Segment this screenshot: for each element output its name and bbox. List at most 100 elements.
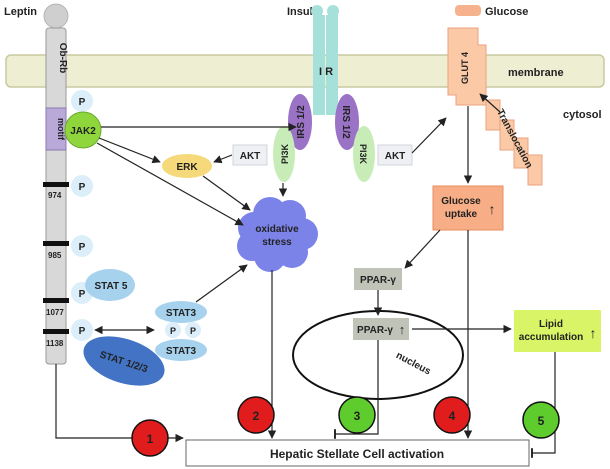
phospho-circle <box>71 235 93 257</box>
glucose-uptake-label-1: Glucose <box>441 196 481 207</box>
ppar-cytosol-node <box>354 268 402 290</box>
ob-rb-label: Ob-Rb <box>57 43 68 74</box>
glut-vesicle <box>499 119 515 151</box>
arrow-akt-erk <box>213 154 233 164</box>
pi3k-left-node <box>273 126 295 182</box>
site-bar-1077 <box>43 298 69 303</box>
hsc-activation-label: Hepatic Stellate Cell activation <box>270 447 444 461</box>
akt-left-node <box>232 144 268 166</box>
number-label-3: 3 <box>354 409 361 423</box>
site-label-1138: 1138 <box>46 339 64 348</box>
insulin-receptor-right <box>326 15 338 115</box>
jak2-label: JAK2 <box>70 126 96 137</box>
phospho-label: P <box>79 182 86 193</box>
akt-left-label: AKT <box>240 151 261 162</box>
glut-vesicle <box>485 99 501 131</box>
up-arrow-lipid: ↑ <box>590 325 597 341</box>
number-circle-3 <box>338 396 376 434</box>
irs-left-node <box>288 94 312 150</box>
ppar-cytosol-label: PPAR-γ <box>360 275 396 286</box>
phospho-label: P <box>190 326 196 336</box>
stat3-bottom-node <box>155 339 207 361</box>
number-label-5: 5 <box>538 414 545 428</box>
ir-label: I R <box>319 66 333 78</box>
insulin-receptor-left <box>313 15 325 115</box>
arrow-akt-glut4 <box>411 117 447 154</box>
lipid-accumulation-node <box>514 310 601 352</box>
stat3-bottom-label: STAT3 <box>166 346 197 357</box>
motif-label: motif <box>56 118 66 141</box>
ppar-nucleus-node <box>353 318 409 340</box>
inhibit-lipid-hsc <box>531 352 556 458</box>
stat5-node <box>85 269 135 301</box>
phospho-circle <box>185 322 201 338</box>
cytosol-label: cytosol <box>563 109 602 121</box>
jak2-node <box>64 111 102 149</box>
insulin-ligand <box>327 5 339 17</box>
phospho-label: P <box>79 242 86 253</box>
stat123-node <box>83 336 165 386</box>
irs-right-label: IRS 1/2 <box>340 105 351 139</box>
arrow-stat3-oxidative <box>195 264 248 303</box>
number-label-4: 4 <box>449 409 456 423</box>
phospho-label: P <box>79 289 86 300</box>
site-label-974: 974 <box>48 191 62 200</box>
site-bar-1138 <box>43 329 69 334</box>
phospho-label: P <box>170 326 176 336</box>
arrow-uptake-ppar <box>404 229 441 269</box>
site-label-1077: 1077 <box>46 308 64 317</box>
inhibit-ppar-hsc <box>334 340 379 439</box>
glut-vesicle <box>513 137 529 169</box>
stat3-top-label: STAT3 <box>166 308 197 319</box>
arrow-erk-oxidative <box>202 175 251 211</box>
akt-right-node <box>377 144 413 166</box>
erk-node <box>162 154 212 178</box>
nucleus-label: nucleus <box>394 350 433 378</box>
glut4-label: GLUT 4 <box>460 52 470 84</box>
glucose-ligand <box>455 5 481 16</box>
phospho-label: P <box>79 326 86 337</box>
stat3-top-node <box>155 301 207 323</box>
pi3k-right-label: PI3K <box>358 144 368 165</box>
site-label-985: 985 <box>48 251 62 260</box>
phospho-circle <box>165 322 181 338</box>
membrane-label: membrane <box>508 67 564 79</box>
number-circle-5 <box>522 401 560 439</box>
ppar-nucleus-label: PPAR-γ <box>357 325 393 336</box>
phospho-circle <box>71 90 93 112</box>
pi3k-right-node <box>353 126 375 182</box>
leptin-ligand <box>43 3 69 29</box>
glucose-uptake-label-2: uptake <box>445 209 478 220</box>
glut-vesicle <box>527 154 543 186</box>
number-circle-1 <box>131 419 169 457</box>
arrow-jak2-oxidative <box>96 142 244 226</box>
oxidative-label: oxidative <box>255 224 299 235</box>
pi3k-left-label: PI3K <box>280 143 290 164</box>
number-circle-4 <box>433 396 471 434</box>
lipid-label-2: accumulation <box>519 332 583 343</box>
erk-label: ERK <box>176 162 198 173</box>
glucose-label: Glucose <box>485 6 528 18</box>
number-label-1: 1 <box>147 432 154 446</box>
leptin-label: Leptin <box>4 6 37 18</box>
arrow-jak2-erk <box>98 137 161 164</box>
stat5-label: STAT 5 <box>95 281 128 292</box>
arrow-translocation <box>479 93 501 113</box>
irs-right-node <box>335 94 359 150</box>
phospho-label: P <box>79 97 86 108</box>
site-bar-974 <box>43 182 69 187</box>
connectors <box>55 93 556 458</box>
irs-left-label: IRS 1/2 <box>296 105 307 139</box>
phospho-circle <box>71 175 93 197</box>
glucose-uptake-node <box>432 185 504 231</box>
number-label-2: 2 <box>253 409 260 423</box>
insulin-ligand <box>311 5 323 17</box>
up-arrow-ppar: ↑ <box>399 322 406 337</box>
number-circle-2 <box>237 396 275 434</box>
lipid-label-1: Lipid <box>539 319 563 330</box>
up-arrow-glucose: ↑ <box>489 201 496 217</box>
stress-label: stress <box>262 237 292 248</box>
hsc-activation-box <box>185 439 530 467</box>
